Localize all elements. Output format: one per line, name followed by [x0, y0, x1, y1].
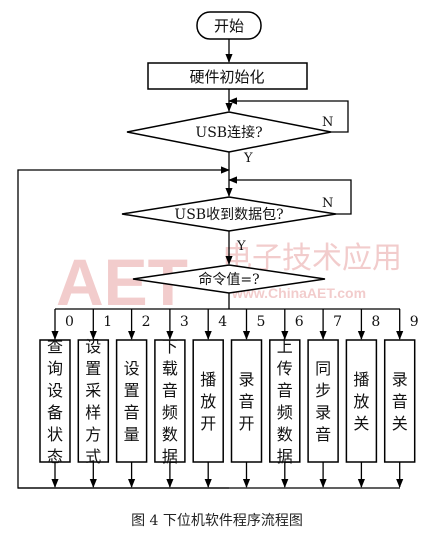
branch-2: 2 设置音量	[115, 309, 151, 488]
branch-label: 设置采样方式	[85, 337, 101, 466]
recv-no-label: N	[322, 196, 333, 211]
branch-code: 9	[410, 314, 419, 330]
branch-label: 播放开	[200, 370, 216, 433]
branch-process-box	[269, 339, 301, 463]
branch-label: 录音开	[238, 370, 254, 433]
branch-code: 0	[65, 314, 74, 330]
branch-code: 5	[257, 314, 266, 330]
branch-process-box	[39, 339, 71, 463]
command-branches: 0查询设备状态1设置采样方式2设置音量3下载音频数据4播放开5录音开6上传音频数…	[39, 309, 419, 488]
branch-code: 6	[295, 314, 304, 330]
branch-4: 4 播放开	[192, 309, 227, 488]
branch-process-box	[230, 339, 263, 463]
init-process-box	[147, 62, 308, 90]
command-value-label: 命令值=?	[198, 271, 259, 288]
init-label: 硬件初始化	[189, 68, 264, 86]
branch-code: 3	[180, 314, 189, 330]
branch-code: 7	[333, 314, 342, 330]
branch-9: 9 录音关	[383, 309, 419, 488]
start-label: 开始	[214, 17, 244, 35]
branch-label: 录音关	[392, 370, 408, 433]
branch-process-box	[192, 339, 224, 463]
branch-process-box	[77, 339, 110, 463]
branch-label: 播放关	[353, 370, 369, 433]
packet-received-label: USB收到数据包?	[174, 207, 283, 223]
usb-no-label: N	[322, 115, 333, 130]
branch-label: 上传音频数据	[277, 337, 293, 466]
figure-caption: 图 4 下位机软件程序流程图	[131, 513, 303, 529]
recv-no-loop-arrow	[228, 176, 352, 215]
branch-label: 下载音频数据	[162, 337, 178, 466]
usb-connected-label: USB连接?	[195, 124, 262, 141]
branch-label: 同步录音	[315, 359, 331, 444]
usb-no-loop-arrow	[228, 97, 349, 133]
branch-8: 8 播放关	[345, 309, 380, 488]
branch-label: 设置音量	[124, 359, 140, 444]
recv-yes-label: Y	[236, 239, 246, 254]
branch-code: 4	[218, 314, 227, 330]
watermark-url: www.ChinaAET.com	[231, 285, 366, 301]
branch-process-box	[154, 339, 186, 463]
usb-yes-label: Y	[243, 151, 253, 166]
branch-5: 5 录音开	[230, 309, 266, 488]
branch-label: 查询设备状态	[47, 337, 63, 466]
branch-code: 2	[142, 314, 151, 330]
branch-7: 7 同步录音	[307, 309, 342, 488]
branch-process-box	[115, 339, 148, 463]
branch-code: 8	[371, 314, 380, 330]
branch-code: 1	[103, 314, 112, 330]
